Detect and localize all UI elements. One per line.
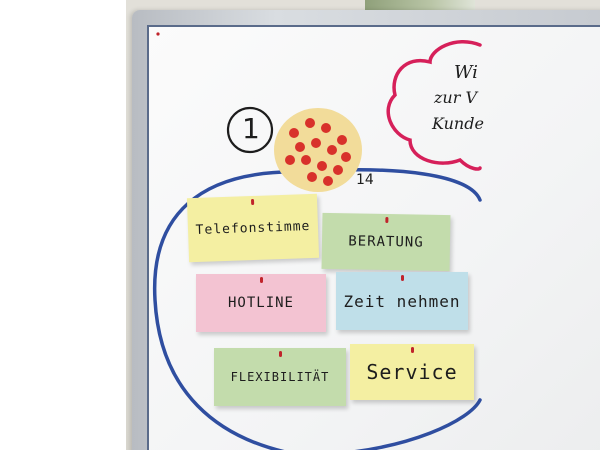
red-dot-4 — [337, 135, 347, 145]
number-circle-outline — [226, 106, 274, 154]
red-pin — [411, 347, 414, 353]
dot-count-label: 14 — [356, 172, 374, 188]
note-label: FLEXIBILITÄT — [230, 370, 330, 384]
red-dot-10 — [301, 155, 311, 165]
red-dot-6 — [311, 138, 321, 148]
note-label: HOTLINE — [227, 295, 294, 311]
red-dot-3 — [321, 123, 331, 133]
red-dot-12 — [333, 165, 343, 175]
round-magnet — [274, 108, 362, 192]
red-dot-9 — [285, 155, 295, 165]
sticky-note-zeit-nehmen: Zeit nehmen — [336, 272, 468, 330]
red-dot-stickers — [285, 118, 351, 186]
sticky-note-telefonstimme: Telefonstimme — [186, 193, 320, 263]
red-pin — [260, 277, 263, 283]
red-dot-2 — [305, 118, 315, 128]
red-pin — [401, 275, 404, 281]
note-label: Telefonstimme — [195, 218, 311, 238]
circled-number: 1 — [242, 112, 260, 145]
cloud-text-line-3: Kunde — [432, 114, 484, 133]
note-label: BERATUNG — [348, 233, 424, 251]
cloud-text-line-2: zur V — [434, 88, 478, 107]
sticky-note-service: Service — [350, 344, 474, 400]
marker-dot — [156, 32, 160, 36]
red-dot-1 — [289, 128, 299, 138]
sticky-note-flexibilitaet: FLEXIBILITÄT — [214, 348, 346, 406]
red-dot-14 — [323, 176, 333, 186]
red-pin — [385, 216, 389, 224]
red-dot-7 — [327, 145, 337, 155]
note-label: Service — [366, 360, 458, 384]
sticky-note-hotline: HOTLINE — [196, 274, 326, 332]
note-label: Zeit nehmen — [343, 291, 461, 311]
red-dot-8 — [341, 152, 351, 162]
red-dot-13 — [307, 172, 317, 182]
pink-marker-cloud — [386, 39, 482, 171]
red-dot-11 — [317, 161, 327, 171]
red-pin — [279, 351, 282, 357]
sticky-note-beratung: BERATUNG — [321, 212, 451, 272]
red-dot-5 — [295, 142, 305, 152]
window-glimpse — [365, 0, 475, 10]
cloud-text-line-1: Wi — [454, 62, 478, 83]
red-pin — [250, 198, 255, 206]
